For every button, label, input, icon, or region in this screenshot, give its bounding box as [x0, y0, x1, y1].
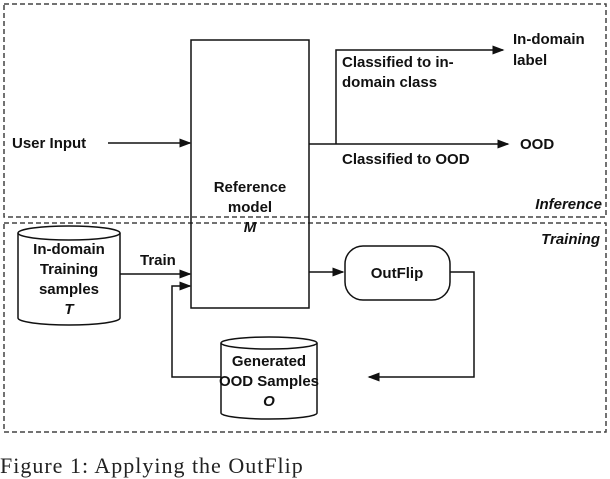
user-input-label: User Input [12, 135, 86, 152]
in-domain-target-line2: label [513, 52, 547, 69]
in-domain-arrow [335, 45, 505, 144]
figure-caption: Figure 1: Applying the OutFlip [0, 453, 304, 478]
generated-symbol: O [263, 393, 275, 410]
generated-samples-cylinder [220, 336, 318, 420]
outflip-label: OutFlip [371, 265, 424, 282]
train-label: Train [140, 252, 176, 269]
training-samples-line3: samples [39, 281, 99, 298]
inference-label: Inference [535, 196, 602, 213]
generated-line2: OOD Samples [219, 373, 319, 390]
diagram: Inference Training User Input Reference … [3, 3, 607, 433]
reference-model-line2: model [228, 199, 272, 216]
outflip-to-generated-arrow [367, 271, 475, 382]
training-samples-line2: Training [40, 261, 98, 278]
in-domain-edge-line1: Classified to in- [342, 54, 454, 71]
reference-model-box [190, 39, 310, 309]
training-samples-cylinder [17, 225, 121, 326]
generated-to-model-arrow [171, 281, 221, 378]
training-label: Training [541, 231, 600, 248]
reference-model-symbol: M [244, 219, 257, 236]
generated-line1: Generated [232, 353, 306, 370]
training-samples-symbol: T [64, 301, 75, 318]
in-domain-target-line1: In-domain [513, 31, 585, 48]
ood-edge-label: Classified to OOD [342, 151, 470, 168]
reference-model-line1: Reference [214, 179, 287, 196]
training-samples-line1: In-domain [33, 241, 105, 258]
inference-region [3, 3, 607, 218]
in-domain-edge-line2: domain class [342, 74, 437, 91]
ood-target: OOD [520, 136, 554, 153]
training-region [3, 222, 607, 433]
outflip-box [344, 245, 451, 301]
